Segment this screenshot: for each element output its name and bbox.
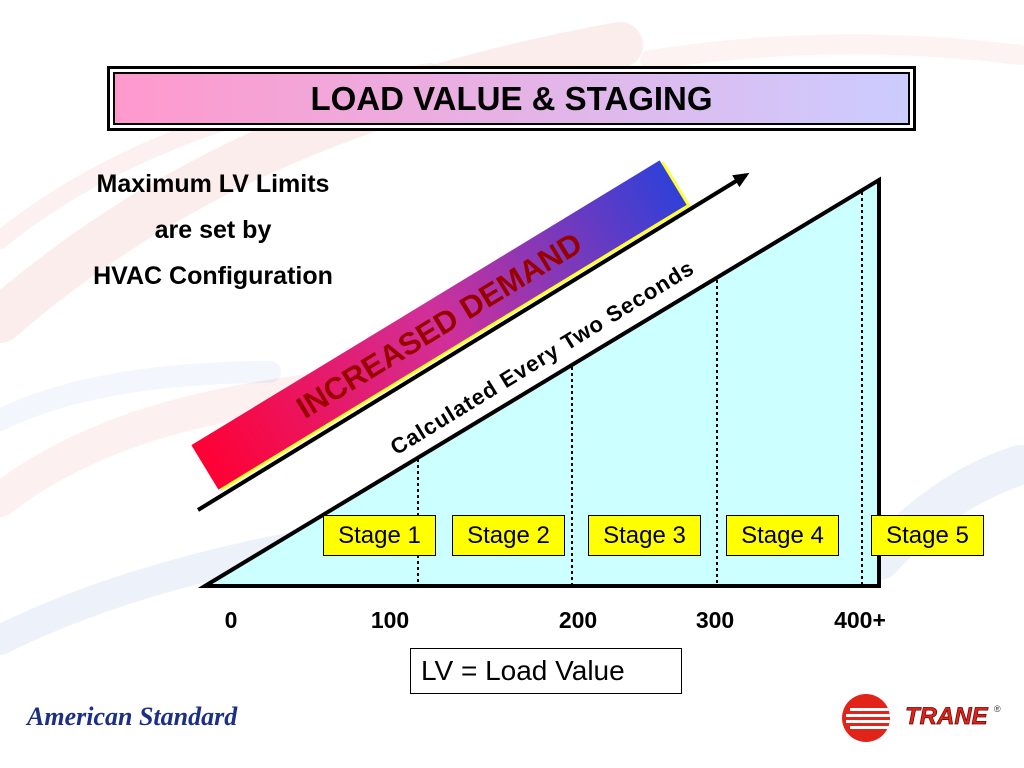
stage-2-label: Stage 2 — [452, 515, 565, 556]
lv-legend-box: LV = Load Value — [410, 648, 682, 694]
scale-tick-0: 0 — [224, 607, 238, 633]
note-line: HVAC Configuration — [93, 262, 333, 290]
scale-tick-300: 300 — [695, 607, 735, 633]
scale-tick-100: 100 — [370, 607, 410, 633]
background-swoosh — [0, 361, 281, 431]
band-fill — [191, 160, 687, 490]
page-title: LOAD VALUE & STAGING — [113, 72, 910, 125]
scale-tick-400-plus: 400+ — [834, 607, 886, 633]
scale-tick-200: 200 — [558, 607, 598, 633]
background-swoosh — [640, 34, 1024, 70]
stage-1-label: Stage 1 — [323, 515, 436, 556]
note-line: Maximum LV Limits — [96, 170, 330, 198]
stage-4-label: Stage 4 — [726, 515, 839, 556]
trane-circle-icon — [842, 694, 890, 742]
stage-3-label: Stage 3 — [588, 515, 701, 556]
note-line: are set by — [154, 216, 272, 244]
lv-limits-note: Maximum LV Limits are set by HVAC Config… — [63, 161, 363, 299]
title-box: LOAD VALUE & STAGING — [107, 66, 916, 131]
american-standard-logo: American Standard — [27, 702, 238, 731]
registered-mark: ® — [994, 704, 1001, 714]
demand-arrow — [196, 172, 750, 512]
trane-logo: TRANE — [905, 703, 988, 731]
stage-5-label: Stage 5 — [871, 515, 984, 556]
load-value-triangle — [197, 176, 881, 588]
